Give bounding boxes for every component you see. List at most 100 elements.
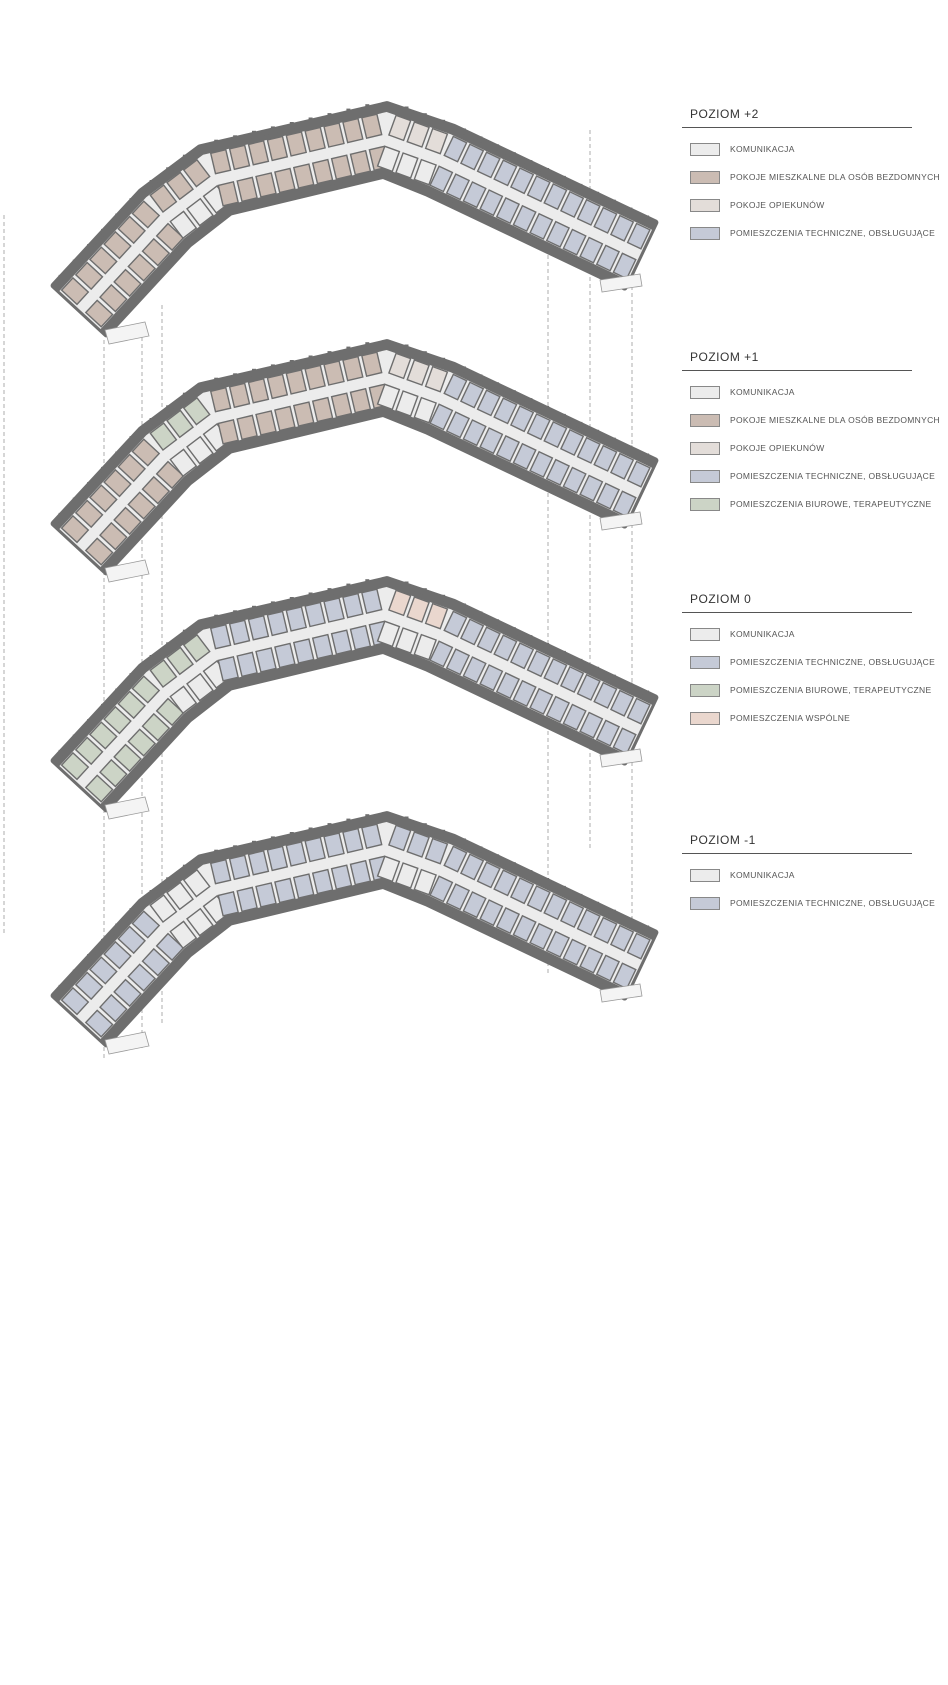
window-mullion xyxy=(628,207,633,214)
room-block xyxy=(88,956,118,985)
window-mullion xyxy=(166,405,171,412)
legend-item: KOMUNIKACJA xyxy=(682,866,912,884)
window-mullion xyxy=(645,925,650,932)
room-block xyxy=(626,222,651,250)
room-block xyxy=(342,355,364,382)
room-block xyxy=(509,405,535,433)
window-mullion xyxy=(87,482,91,489)
window-mullion xyxy=(595,666,600,673)
window-mullion xyxy=(495,382,500,389)
room-block xyxy=(545,695,571,723)
legend-item: KOMUNIKACJA xyxy=(682,383,912,401)
window-mullion xyxy=(578,183,583,190)
room-block xyxy=(311,868,334,895)
room-block xyxy=(182,158,211,188)
room-block xyxy=(323,597,345,623)
room-block xyxy=(429,165,454,193)
legend-label: POMIESZCZENIA TECHNICZNE, OBSŁUGUJĄCE xyxy=(730,228,936,238)
room-block xyxy=(330,864,353,891)
room-block xyxy=(74,736,104,766)
room-block xyxy=(526,175,551,203)
window-mullion xyxy=(327,113,332,120)
window-mullion xyxy=(252,368,256,375)
window-mullion xyxy=(645,453,650,460)
room-block xyxy=(131,910,161,939)
room-block xyxy=(579,946,604,974)
legend-swatch xyxy=(690,655,720,669)
room-block xyxy=(266,373,289,400)
legend-item: POKOJE MIESZKALNE DLA OSÓB BEZDOMNYCH xyxy=(682,168,940,186)
room-block xyxy=(84,1009,114,1038)
room-block xyxy=(209,623,232,650)
room-block xyxy=(479,189,504,217)
room-block xyxy=(395,390,419,417)
room-block xyxy=(182,396,211,426)
room-block xyxy=(103,705,132,735)
legend-item: POMIESZCZENIA BIUROWE, TERAPEUTYCZNE xyxy=(682,681,931,699)
window-mullion xyxy=(149,180,154,186)
room-block xyxy=(149,894,178,923)
legend-swatch xyxy=(690,170,720,184)
room-block xyxy=(626,697,651,725)
window-mullion xyxy=(461,603,466,610)
window-mullion xyxy=(101,938,106,945)
room-block xyxy=(424,127,449,155)
window-mullion xyxy=(346,583,351,590)
legend-item: POMIESZCZENIA TECHNICZNE, OBSŁUGUJĄCE xyxy=(682,894,935,912)
room-block xyxy=(445,883,471,911)
room-block xyxy=(406,121,430,148)
stair-stub xyxy=(599,748,643,768)
window-mullion xyxy=(545,168,550,174)
room-block xyxy=(274,877,296,904)
window-mullion xyxy=(327,351,332,358)
legend-label: KOMUNIKACJA xyxy=(730,144,795,154)
window-mullion xyxy=(611,199,616,206)
window-mullion xyxy=(422,113,427,120)
room-block xyxy=(166,171,194,201)
room-block xyxy=(99,758,128,788)
window-mullion xyxy=(58,749,63,756)
room-block xyxy=(149,422,178,451)
window-mullion xyxy=(289,122,294,128)
room-block xyxy=(217,890,240,917)
legend-level-minus-1: POZIOM -1 KOMUNIKACJA POMIESZCZENIA TECH… xyxy=(682,833,935,922)
room-block xyxy=(529,687,554,715)
room-block xyxy=(493,159,518,187)
legend-label: KOMUNIKACJA xyxy=(730,387,795,397)
window-mullion xyxy=(495,854,500,861)
room-block xyxy=(228,144,251,171)
window-mullion xyxy=(214,849,219,856)
room-block xyxy=(88,721,118,750)
room-block xyxy=(543,657,568,686)
legend-title: POZIOM +1 xyxy=(682,350,912,371)
room-block xyxy=(388,589,412,617)
room-block xyxy=(562,466,587,494)
room-block xyxy=(395,152,419,179)
room-block xyxy=(576,436,601,464)
room-block xyxy=(74,261,104,291)
legend-label: POMIESZCZENIA BIUROWE, TERAPEUTYCZNE xyxy=(730,499,932,509)
room-block xyxy=(292,638,315,664)
room-block xyxy=(247,614,270,641)
floor-plan-level-plus-2 xyxy=(50,101,659,345)
room-block xyxy=(445,648,471,676)
window-mullion xyxy=(578,658,583,665)
window-mullion xyxy=(233,135,238,142)
room-block xyxy=(311,633,334,660)
window-mullion xyxy=(645,215,650,222)
window-mullion xyxy=(87,244,91,251)
room-block xyxy=(74,499,104,529)
room-block xyxy=(559,665,585,694)
room-block xyxy=(626,932,651,960)
room-block xyxy=(595,954,621,982)
window-mullion xyxy=(115,688,120,695)
room-block xyxy=(342,117,364,144)
stair-stub xyxy=(104,796,150,820)
room-block xyxy=(593,444,618,472)
legend-label: POKOJE OPIEKUNÓW xyxy=(730,200,825,210)
legend-item: KOMUNIKACJA xyxy=(682,625,912,643)
window-mullion xyxy=(595,901,600,908)
room-block xyxy=(274,167,296,194)
room-block xyxy=(406,359,430,386)
window-mullion xyxy=(404,816,409,823)
